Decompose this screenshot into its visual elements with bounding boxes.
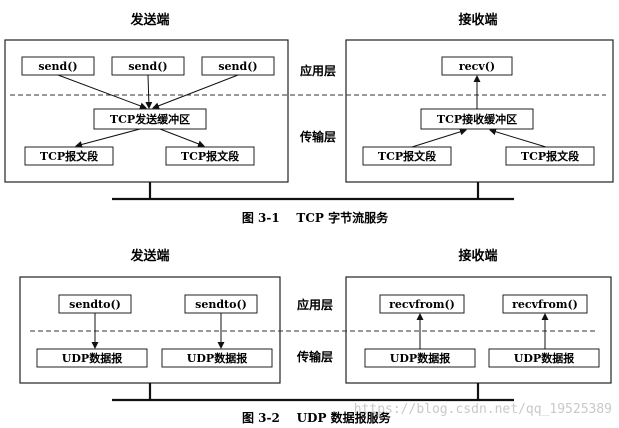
tcp-caption: 图 3-1 TCP 字节流服务 xyxy=(242,210,389,225)
udp-send-call-1: sendto() xyxy=(69,298,121,311)
tcp-arrow-send2-to-buffer xyxy=(145,74,153,109)
udp-sender-datagram-1: UDP数据报 xyxy=(62,351,123,365)
tcp-receiver-segment-1: TCP报文段 xyxy=(378,149,436,163)
udp-transport-layer-label: 传输层 xyxy=(296,349,333,364)
tcp-receiver-title: 接收端 xyxy=(458,12,497,28)
tcp-sender-segment-1: TCP报文段 xyxy=(40,149,98,163)
tcp-receiver-frame xyxy=(345,39,614,183)
tcp-sender-segment-2: TCP报文段 xyxy=(181,149,239,163)
udp-sender-title: 发送端 xyxy=(129,248,169,264)
udp-send-call-2: sendto() xyxy=(195,298,247,311)
tcp-app-layer-label: 应用层 xyxy=(300,63,336,78)
udp-recv-call-1: recvfrom() xyxy=(389,298,455,311)
tcp-sender-segment-box-2 xyxy=(165,146,255,166)
figure-udp: 发送端 接收端 应用层 传输层 sendto() sendto() UDP数据报… xyxy=(19,248,612,425)
tcp-send-call-2: send() xyxy=(128,60,167,73)
tcp-arrow-buffer-to-seg1 xyxy=(75,128,141,148)
tcp-receiver-segment-box-1 xyxy=(362,146,452,166)
figure-tcp: 发送端 接收端 应用层 传输层 send() send() send() TCP… xyxy=(4,12,614,225)
tcp-receiver-segment-box-2 xyxy=(505,146,595,166)
tcp-sender-frame xyxy=(4,39,289,183)
watermark: https://blog.csdn.net/qq_19525389 xyxy=(354,402,612,417)
tcp-transport-layer-label: 传输层 xyxy=(299,129,336,144)
tcp-send-call-1: send() xyxy=(38,60,77,73)
udp-receiver-datagram-1: UDP数据报 xyxy=(390,351,451,365)
tcp-receiver-segment-2: TCP报文段 xyxy=(521,149,579,163)
tcp-arrow-seg1-to-buffer xyxy=(411,128,467,148)
udp-sender-datagram-2: UDP数据报 xyxy=(187,351,248,365)
tcp-sender-title: 发送端 xyxy=(129,12,169,28)
udp-app-layer-label: 应用层 xyxy=(297,297,333,312)
tcp-recv-call: recv() xyxy=(459,60,495,73)
udp-recv-call-2: recvfrom() xyxy=(512,298,578,311)
udp-caption: 图 3-2 UDP 数据报服务 xyxy=(242,410,392,425)
tcp-sender-segment-box-1 xyxy=(24,146,114,166)
udp-sender-datagram-box-2 xyxy=(161,348,273,368)
udp-receiver-datagram-2: UDP数据报 xyxy=(514,351,575,365)
tcp-arrow-send3-to-buffer xyxy=(152,74,239,110)
tcp-arrow-send1-to-buffer xyxy=(57,74,147,110)
udp-sender-datagram-box-1 xyxy=(36,348,148,368)
tcp-send-buffer-box xyxy=(93,108,207,130)
tcp-arrow-buffer-to-seg2 xyxy=(159,128,205,148)
udp-receiver-datagram-box-2 xyxy=(488,348,600,368)
tcp-send-buffer-label: TCP发送缓冲区 xyxy=(110,112,190,126)
tcp-arrow-seg2-to-buffer xyxy=(489,128,547,148)
tcp-recv-buffer-label: TCP接收缓冲区 xyxy=(437,112,517,126)
udp-receiver-title: 接收端 xyxy=(458,248,497,264)
tcp-send-call-3: send() xyxy=(218,60,257,73)
